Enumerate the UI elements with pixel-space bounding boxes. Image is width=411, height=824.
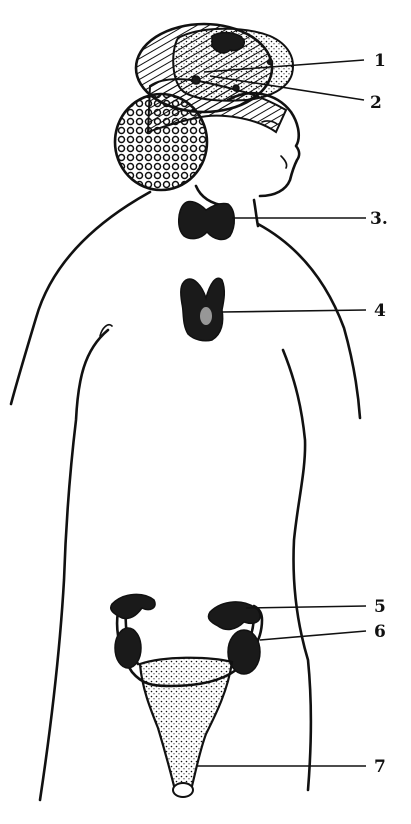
- labels: 1 2 3. 4 5 6 7: [370, 51, 388, 777]
- leader-line-6: [260, 631, 366, 640]
- label-3: 3.: [370, 209, 388, 229]
- label-6: 6: [374, 622, 386, 642]
- brain-with-pituitary: [173, 29, 293, 101]
- thyroid-gland: [179, 202, 235, 240]
- label-1: 1: [374, 51, 386, 71]
- label-5: 5: [374, 597, 386, 617]
- leader-line-4: [222, 310, 366, 312]
- label-7: 7: [374, 757, 386, 777]
- label-4: 4: [374, 301, 386, 321]
- label-2: 2: [370, 93, 382, 113]
- leader-line-5: [246, 606, 366, 608]
